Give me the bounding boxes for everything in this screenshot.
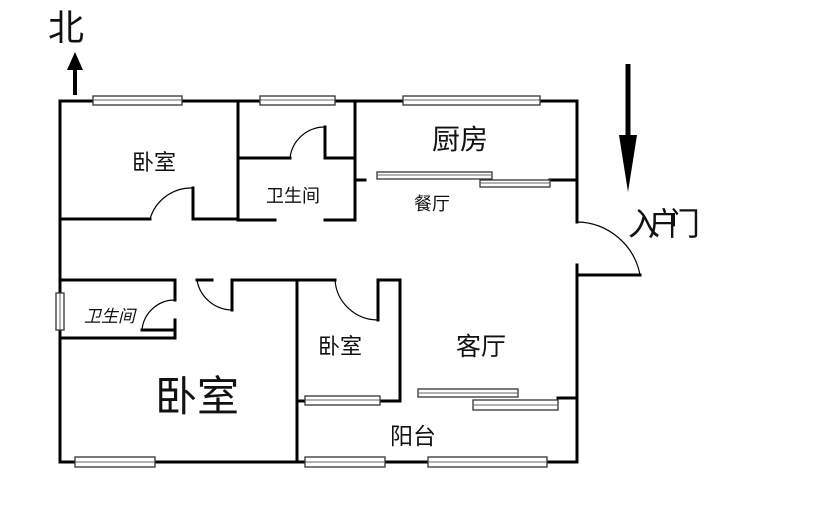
room-label-bedroom-nw: 卧室 (132, 151, 176, 176)
room-label-bedroom-small: 卧室 (318, 335, 362, 360)
room-label-kitchen: 厨房 (432, 123, 488, 156)
door-bedroom-nw (149, 187, 194, 220)
entrance-arrowhead-icon (619, 135, 637, 192)
north-label: 北 (48, 8, 84, 49)
room-label-master-bedroom: 卧室 (155, 372, 239, 421)
windows (55, 95, 559, 468)
north-indicator: 北 (48, 8, 84, 95)
door-bathroom-w (141, 299, 176, 331)
room-label-bathroom-w: 卫生间 (84, 307, 137, 327)
room-label-dining: 餐厅 (414, 194, 450, 215)
room-label-living: 客厅 (456, 332, 506, 361)
north-arrowhead-icon (67, 52, 83, 70)
door-bedroom-small (334, 279, 379, 321)
door-bathroom-n (289, 126, 326, 159)
entrance-label: 入户门 (628, 205, 700, 243)
room-label-bathroom-n: 卫生间 (266, 186, 320, 207)
doors (141, 126, 641, 331)
room-label-balcony: 阳台 (390, 424, 436, 450)
door-entrance[interactable] (576, 221, 641, 276)
entrance-indicator: 入户门 (619, 64, 700, 243)
door-master-bedroom (196, 279, 233, 311)
